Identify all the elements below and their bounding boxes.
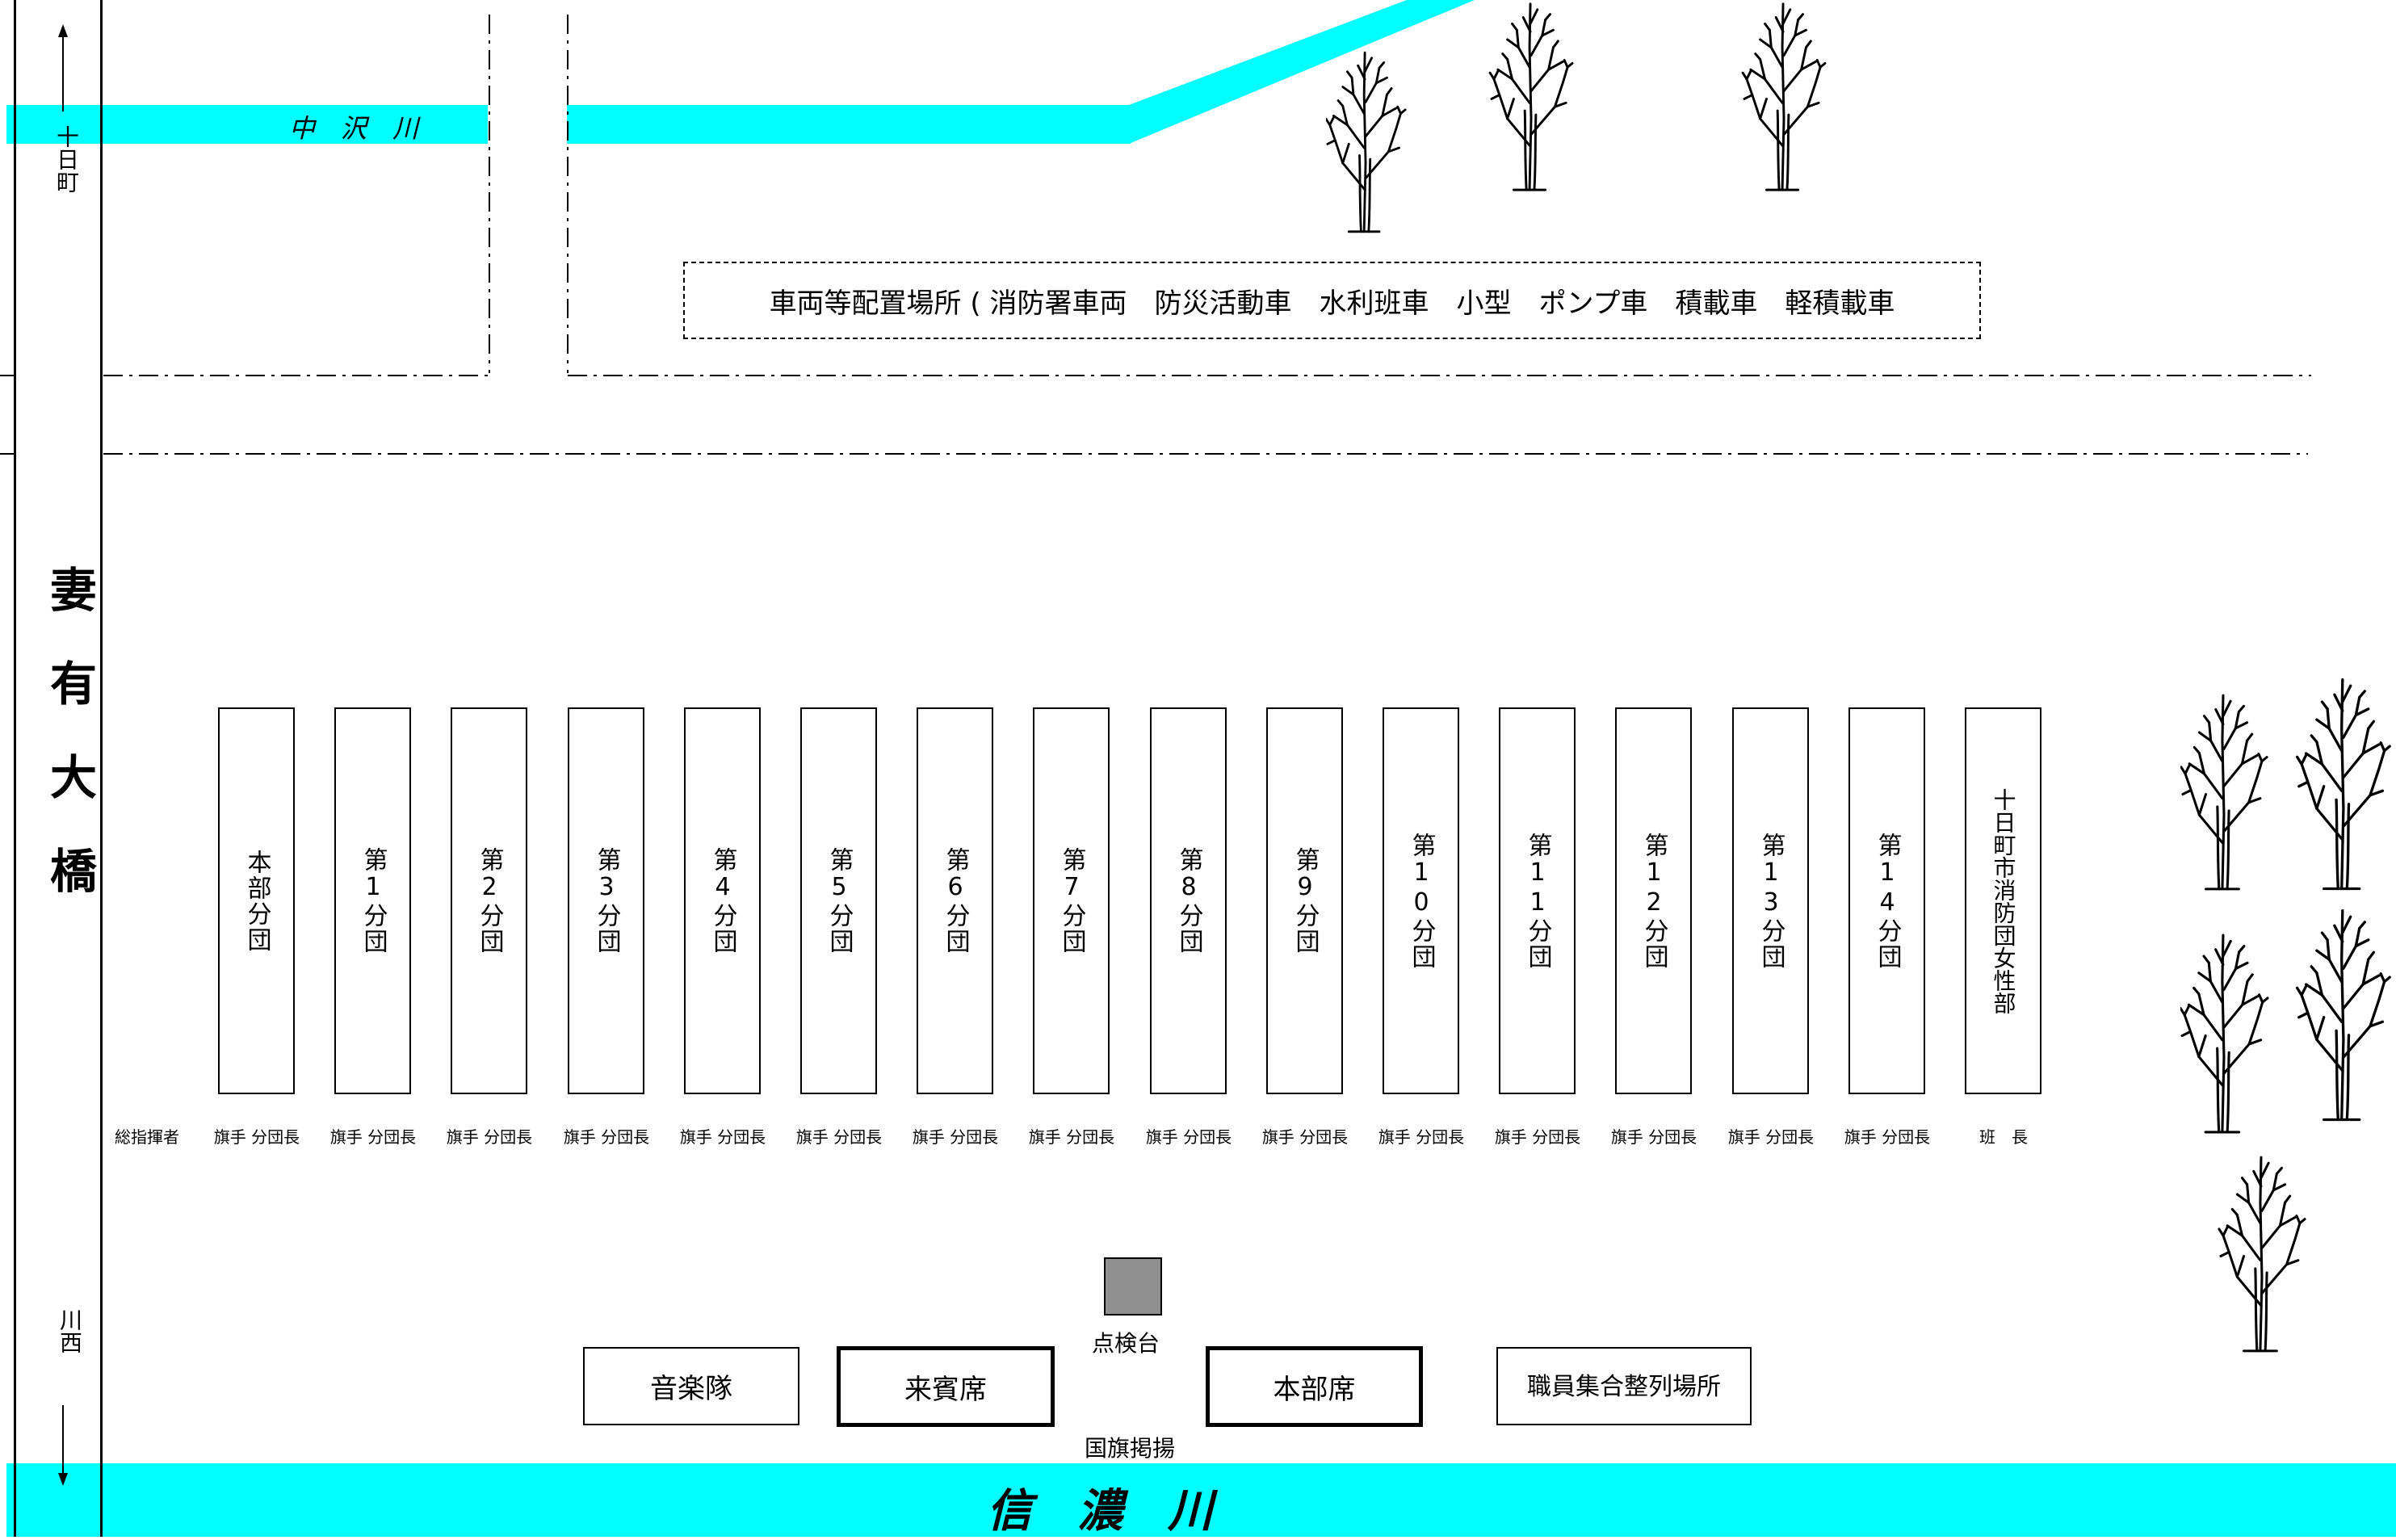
bare-tree-icon <box>1326 51 1407 233</box>
unit-column: 第11分団 <box>1499 707 1576 1094</box>
unit-column: 第6分団 <box>917 707 993 1094</box>
inspection-stand-label: 点検台 <box>1092 1330 1160 1357</box>
unit-name: 第13分団 <box>1756 832 1785 970</box>
unit-name: 第3分団 <box>592 847 621 955</box>
nakazawa-river-label: 中 沢 川 <box>289 113 419 144</box>
unit-role-label: 旗手 分団長 <box>679 1127 766 1147</box>
unit-column: 本部分団 <box>218 707 295 1094</box>
nakazawa-river-left <box>6 105 488 144</box>
unit-name: 第4分団 <box>708 847 737 955</box>
unit-column: 第3分団 <box>568 707 644 1094</box>
unit-role-label: 班 長 <box>1979 1127 2028 1147</box>
unit-name: 本部分団 <box>242 849 271 953</box>
bare-tree-icon <box>2180 694 2268 891</box>
unit-column: 第10分団 <box>1383 707 1459 1094</box>
unit-name: 第1分団 <box>359 847 388 955</box>
bare-tree-icon <box>2180 934 2269 1134</box>
unit-role-label: 旗手 分団長 <box>213 1127 300 1147</box>
unit-name: 第8分団 <box>1174 847 1203 955</box>
unit-role-label: 旗手 分団長 <box>912 1127 999 1147</box>
bridge-right-line <box>100 0 103 1537</box>
bare-tree-icon <box>2296 908 2391 1122</box>
bare-tree-icon <box>2296 678 2391 891</box>
unit-column: 第9分団 <box>1266 707 1343 1094</box>
staff-area-label: 職員集合整列場所 <box>1527 1373 1721 1401</box>
unit-role-label: 旗手 分団長 <box>329 1127 417 1147</box>
unit-column: 第8分団 <box>1150 707 1227 1094</box>
unit-role-label: 旗手 分団長 <box>1844 1127 1931 1147</box>
arrow-down-icon <box>58 1405 68 1486</box>
unit-column: 第1分団 <box>334 707 411 1094</box>
unit-role-label: 旗手 分団長 <box>1261 1127 1349 1147</box>
nakazawa-river-right <box>567 105 1131 144</box>
staff-area-box: 職員集合整列場所 <box>1496 1347 1752 1425</box>
shinano-river <box>6 1463 2396 1537</box>
vehicle-area-label: 車両等配置場所 ( 消防署車両 防災活動車 水利班車 小型 ポンプ車 積載車 軽… <box>769 287 1895 320</box>
band-seat-label: 音楽隊 <box>650 1373 732 1405</box>
unit-role-label: 旗手 分団長 <box>795 1127 883 1147</box>
bridge-name: 妻有大橋 <box>42 565 97 940</box>
unit-column: 第12分団 <box>1615 707 1692 1094</box>
unit-column: 第14分団 <box>1848 707 1925 1094</box>
unit-role-label: 旗手 分団長 <box>446 1127 533 1147</box>
shinano-river-label: 信 濃 川 <box>987 1485 1213 1538</box>
unit-name: 第7分団 <box>1057 847 1086 955</box>
unit-column: 十日町市消防団女性部 <box>1965 707 2041 1094</box>
unit-role-label: 旗手 分団長 <box>1610 1127 1697 1147</box>
unit-role-label: 旗手 分団長 <box>1378 1127 1465 1147</box>
unit-name: 第5分団 <box>825 847 854 955</box>
unit-column: 第5分団 <box>800 707 877 1094</box>
unit-name: 第6分団 <box>941 847 970 955</box>
unit-column: 第4分団 <box>684 707 761 1094</box>
hq-seat-box: 本部席 <box>1206 1346 1423 1427</box>
commander-label: 総指揮者 <box>115 1127 179 1147</box>
unit-column: 第7分団 <box>1033 707 1110 1094</box>
unit-role-label: 旗手 分団長 <box>1028 1127 1115 1147</box>
unit-name: 第2分団 <box>475 847 504 955</box>
bare-tree-icon <box>1488 2 1574 191</box>
unit-name: 第11分団 <box>1523 832 1552 970</box>
inspection-stand-marker <box>1104 1257 1162 1316</box>
unit-name: 第12分団 <box>1639 832 1668 970</box>
boundary-lines <box>0 15 2311 455</box>
bridge-south-label: 川西 <box>57 1308 83 1353</box>
guest-seat-box: 来賓席 <box>837 1346 1055 1427</box>
vehicle-area-box: 車両等配置場所 ( 消防署車両 防災活動車 水利班車 小型 ポンプ車 積載車 軽… <box>683 262 1981 339</box>
hq-seat-label: 本部席 <box>1273 1373 1356 1406</box>
nakazawa-river-diagonal <box>1129 0 1475 144</box>
bare-tree-icon <box>1741 2 1827 191</box>
unit-name: 第10分団 <box>1407 832 1436 970</box>
bridge-left-line <box>14 0 16 1537</box>
unit-role-label: 旗手 分団長 <box>1494 1127 1581 1147</box>
unit-name: 第14分団 <box>1873 832 1902 970</box>
band-seat-box: 音楽隊 <box>583 1347 799 1425</box>
unit-column: 第13分団 <box>1732 707 1809 1094</box>
bare-tree-icon <box>2218 1156 2306 1353</box>
unit-column: 第2分団 <box>451 707 527 1094</box>
guest-seat-label: 来賓席 <box>904 1373 987 1406</box>
unit-name: 第9分団 <box>1290 847 1320 955</box>
unit-role-label: 旗手 分団長 <box>1145 1127 1232 1147</box>
unit-role-label: 旗手 分団長 <box>563 1127 650 1147</box>
flag-raising-label: 国旗掲揚 <box>1085 1435 1176 1462</box>
unit-name: 十日町市消防団女性部 <box>1990 787 2017 1014</box>
unit-role-label: 旗手 分団長 <box>1727 1127 1815 1147</box>
bridge-north-label: 十日町 <box>53 125 80 193</box>
arrow-up-icon <box>58 24 68 111</box>
